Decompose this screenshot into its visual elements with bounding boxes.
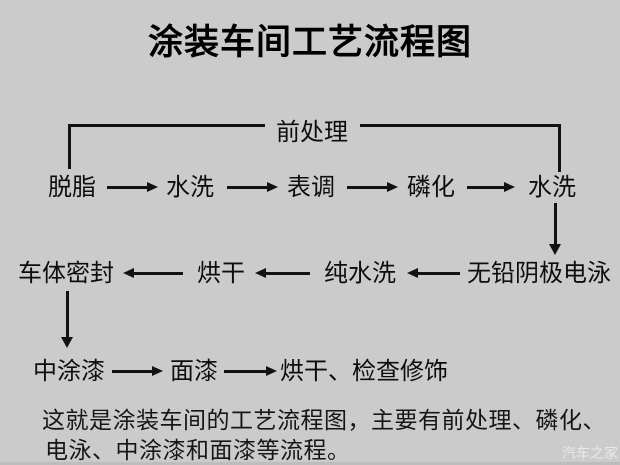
- arrow-right-icon: [347, 182, 398, 193]
- node-phosphating: 磷化: [407, 174, 455, 201]
- pretreatment-label: 前处理: [276, 119, 348, 146]
- arrow-down-icon: [61, 291, 73, 348]
- bracket-line-left: [68, 124, 265, 127]
- bracket-line-right: [360, 124, 561, 127]
- node-rinse-1: 水洗: [166, 174, 214, 201]
- node-top-coat: 面漆: [170, 358, 218, 385]
- arrow-left-icon: [255, 268, 310, 279]
- node-rinse-2: 水洗: [528, 174, 576, 201]
- arrow-left-icon: [407, 268, 460, 279]
- watermark: 汽车之家: [562, 445, 618, 461]
- page-title: 涂装车间工艺流程图: [147, 23, 472, 62]
- node-pure-water-rinse: 纯水洗: [324, 260, 396, 287]
- node-surface-conditioning: 表调: [287, 174, 335, 201]
- caption-line-2: 电泳、中涂漆和面漆等流程。: [45, 437, 351, 463]
- node-body-sealing: 车体密封: [18, 260, 114, 287]
- caption-line-1: 这就是涂装车间的工艺流程图，主要有前处理、磷化、: [42, 407, 606, 433]
- arrow-left-icon: [123, 268, 183, 279]
- node-drying-1: 烘干: [197, 260, 245, 287]
- bracket-drop-left: [68, 124, 71, 169]
- arrow-down-icon: [549, 203, 561, 255]
- node-electrophoresis: 无铅阴极电泳: [467, 260, 611, 287]
- bottom-edge-strip: [0, 462, 620, 465]
- arrow-right-icon: [467, 182, 515, 193]
- arrow-right-icon: [112, 366, 163, 377]
- node-degrease: 脱脂: [48, 174, 96, 201]
- arrow-right-icon: [224, 366, 277, 377]
- arrow-right-icon: [107, 182, 158, 193]
- node-drying-inspection: 烘干、检查修饰: [280, 358, 448, 385]
- bracket-drop-right: [558, 124, 561, 172]
- arrow-right-icon: [227, 182, 278, 193]
- node-mid-coat: 中涂漆: [33, 358, 105, 385]
